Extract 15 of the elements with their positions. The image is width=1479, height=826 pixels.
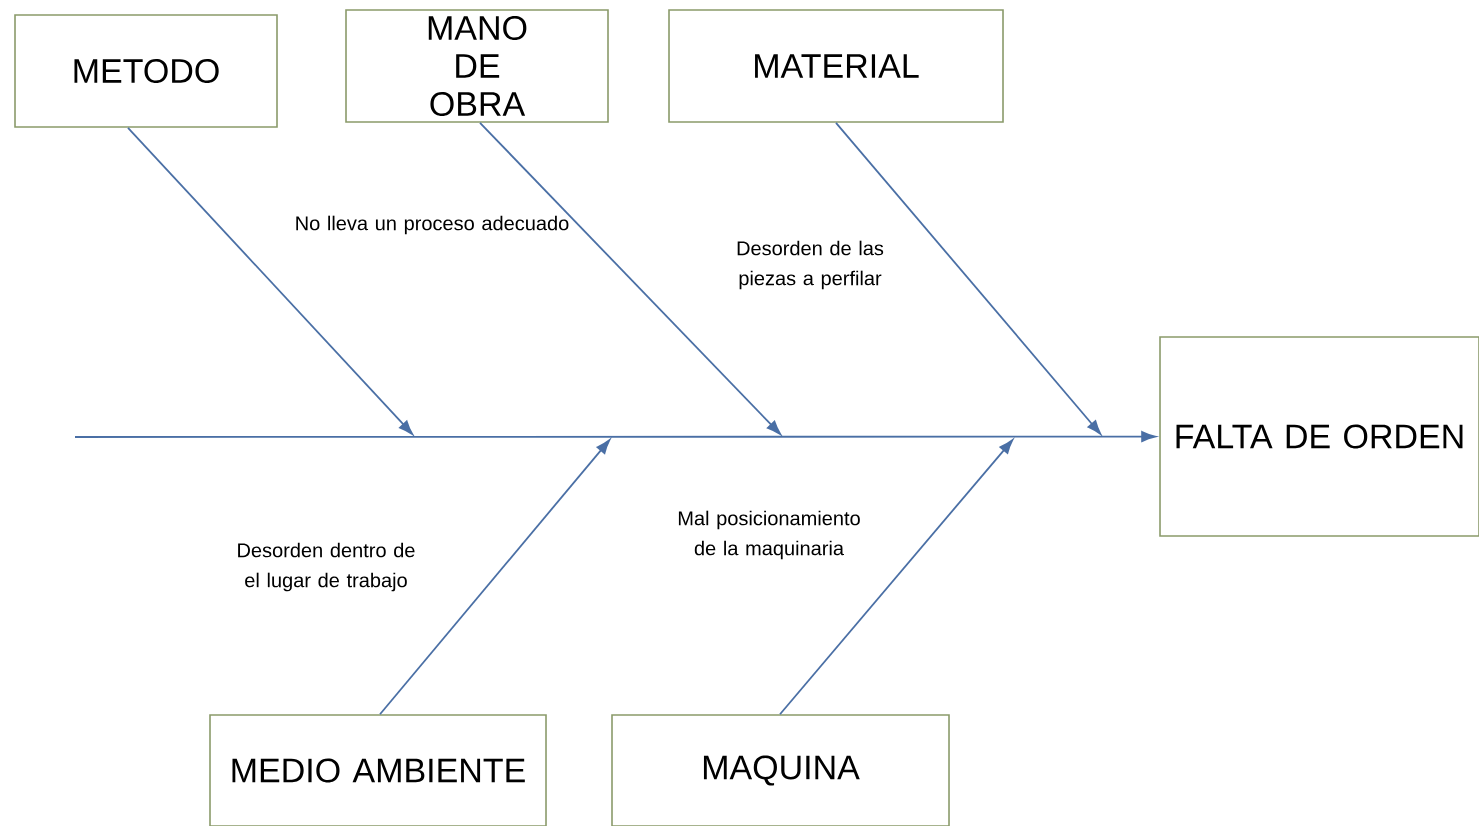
arrow	[379, 439, 611, 716]
cause-note: Desorden dentro de el lugar de trabajo	[238, 542, 415, 592]
arrow	[835, 121, 1102, 435]
cause-note: Desorden de las piezas a perfilar	[737, 240, 884, 290]
cause-box: MEDIO AMBIENTE	[209, 714, 547, 826]
arrow	[479, 121, 782, 435]
cause-box: METODO	[14, 14, 278, 128]
arrow	[779, 439, 1014, 716]
cause-note: No lleva un proceso adecuado	[296, 215, 569, 235]
effect-box: FALTA DE ORDEN	[1159, 336, 1479, 537]
cause-box: MANO DE OBRA	[345, 9, 609, 123]
cause-box: MAQUINA	[611, 714, 950, 826]
cause-note: Mal posicionamiento de la maquinaria	[678, 510, 860, 560]
arrow	[127, 126, 414, 435]
cause-box: MATERIAL	[668, 9, 1004, 123]
